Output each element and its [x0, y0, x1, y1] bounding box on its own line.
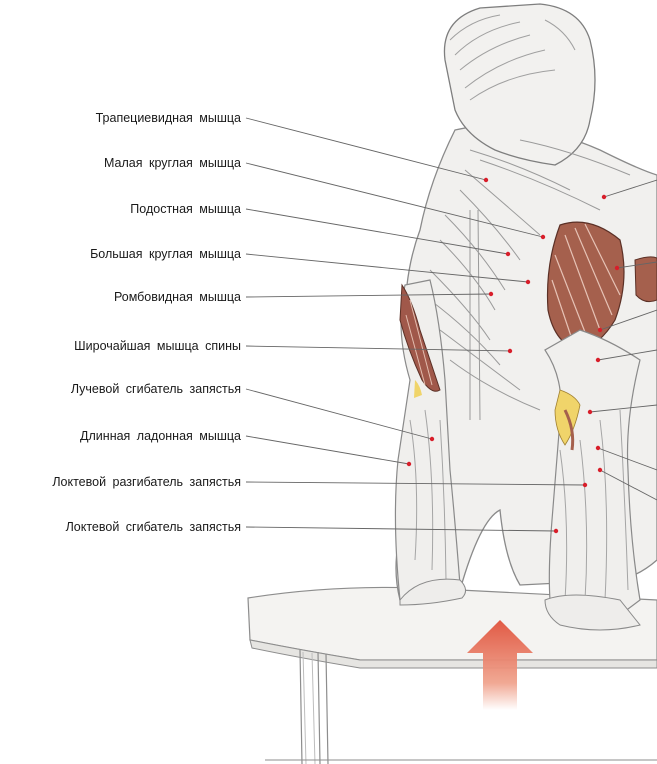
- marker-dot-teres-major: [526, 280, 530, 284]
- marker-dot-infraspinatus: [506, 252, 510, 256]
- marker-dot-right-5: [588, 410, 592, 414]
- leader-flexor-carpi-radialis: [246, 389, 432, 439]
- marker-dot-trapezius: [484, 178, 488, 182]
- label-extensor-carpi-ulnaris: Локтевой разгибатель запястья: [52, 475, 241, 489]
- label-infraspinatus: Подостная мышца: [130, 202, 241, 216]
- marker-dot-right-1: [602, 195, 606, 199]
- label-teres-major: Большая круглая мышца: [90, 247, 241, 261]
- marker-dot-teres-minor: [541, 235, 545, 239]
- marker-dot-right-4: [596, 358, 600, 362]
- marker-dot-latissimus-dorsi: [508, 349, 512, 353]
- label-teres-minor: Малая круглая мышца: [104, 156, 241, 170]
- marker-dot-extensor-carpi-ulnaris: [583, 483, 587, 487]
- label-trapezius: Трапециевидная мышца: [96, 111, 241, 125]
- leader-palmaris-longus: [246, 436, 409, 464]
- label-rhomboid: Ромбовидная мышца: [114, 290, 241, 304]
- marker-dot-rhomboid: [489, 292, 493, 296]
- label-flexor-carpi-radialis: Лучевой сгибатель запястья: [71, 382, 241, 396]
- label-latissimus-dorsi: Широчайшая мышца спины: [74, 339, 241, 353]
- back-body: [395, 4, 657, 630]
- marker-dot-palmaris-longus: [407, 462, 411, 466]
- marker-dot-flexor-carpi-radialis: [430, 437, 434, 441]
- marker-dot-flexor-carpi-ulnaris: [554, 529, 558, 533]
- label-palmaris-longus: Длинная ладонная мышца: [80, 429, 241, 443]
- marker-dot-right-2: [615, 266, 619, 270]
- marker-dot-right-7: [598, 468, 602, 472]
- marker-dot-right-3: [598, 328, 602, 332]
- label-flexor-carpi-ulnaris: Локтевой сгибатель запястья: [66, 520, 241, 534]
- marker-dot-right-6: [596, 446, 600, 450]
